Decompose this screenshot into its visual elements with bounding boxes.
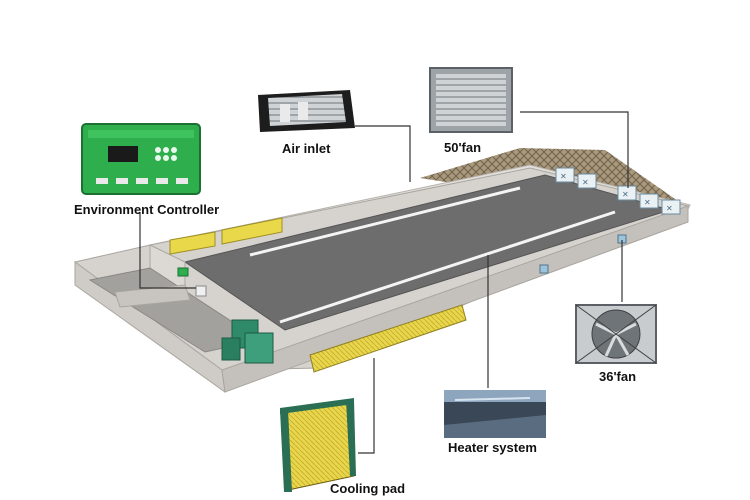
fan-50-label: 50'fan	[444, 140, 482, 155]
leader-air-inlet	[355, 125, 411, 182]
leader-lines	[139, 111, 629, 454]
walkway-line-1	[249, 186, 521, 257]
wall-box	[195, 285, 207, 297]
end-wall-fans: ✕ ✕ ✕ ✕ ✕	[555, 167, 681, 215]
cooling-pad-label: Cooling pad	[330, 481, 406, 496]
heater-system-icon	[444, 390, 546, 438]
partition	[114, 284, 191, 308]
fan-36-label: 36'fan	[599, 369, 637, 384]
leader-cooling-pad	[358, 358, 375, 454]
back-cooling-pad-2	[221, 217, 283, 245]
walkway-line-2	[279, 210, 616, 324]
poultry-house-building: ✕ ✕ ✕ ✕ ✕	[73, 148, 691, 394]
air-inlet-icon	[258, 90, 355, 132]
svg-text:✕: ✕	[644, 198, 651, 207]
side-fan-small-1	[539, 264, 549, 274]
environment-controller-label: Environment Controller	[74, 202, 220, 217]
air-inlet-label: Air inlet	[282, 141, 331, 156]
fan-50-icon	[429, 67, 513, 133]
svg-text:✕: ✕	[582, 178, 589, 187]
front-cooling-pad	[309, 304, 467, 373]
svg-text:✕: ✕	[560, 172, 567, 181]
wall-controller	[177, 267, 189, 277]
cooling-pad-icon	[280, 398, 356, 492]
svg-text:✕: ✕	[622, 190, 629, 199]
fan-36-icon	[575, 304, 657, 364]
heater-system-label: Heater system	[448, 440, 537, 455]
back-cooling-pad-1	[169, 231, 216, 255]
environment-controller-icon	[81, 123, 201, 195]
svg-text:✕: ✕	[666, 204, 673, 213]
leader-environment-controller	[139, 212, 196, 289]
leader-50-fan	[520, 111, 629, 188]
heater-equipment	[221, 319, 274, 364]
